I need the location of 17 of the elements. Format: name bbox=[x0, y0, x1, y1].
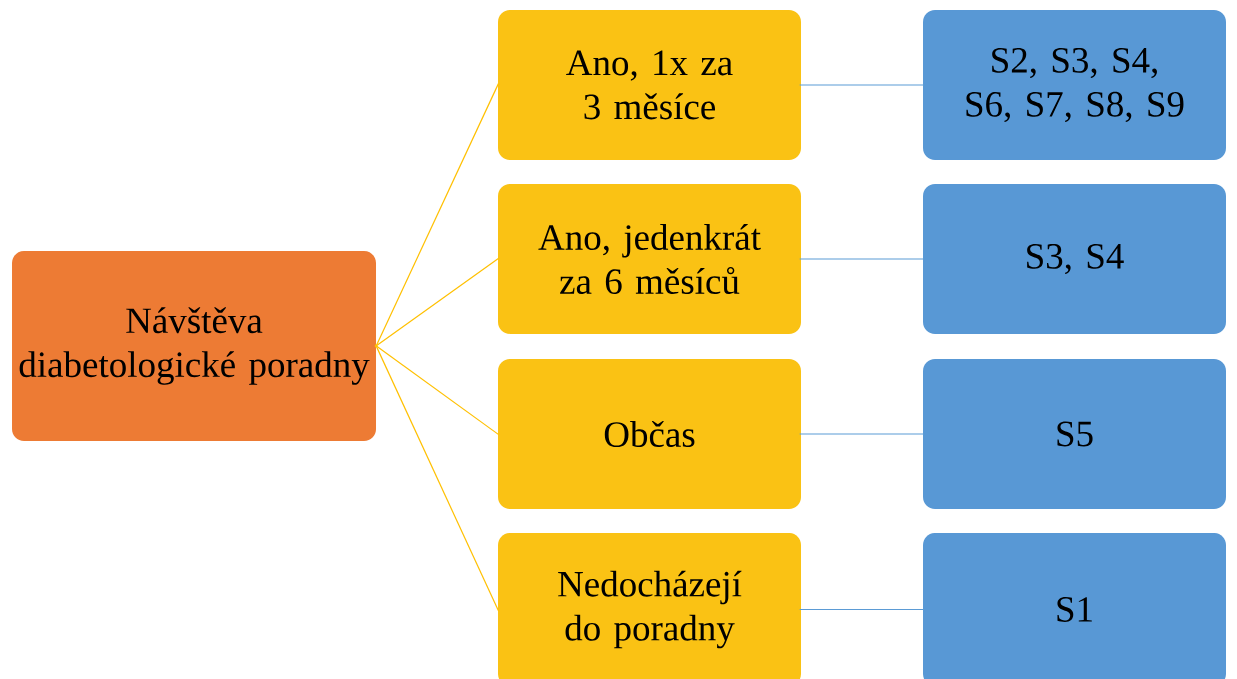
topic-box: Návštěva diabetologické poradny bbox=[12, 251, 376, 441]
answer-box: Ano, jedenkrát za 6 měsíců bbox=[498, 184, 801, 334]
answer-box: Nedocházejí do poradny bbox=[498, 533, 801, 679]
respondent-box: S5 bbox=[923, 359, 1226, 509]
answer-box: Ano, 1x za 3 měsíce bbox=[498, 10, 801, 160]
respondent-box: S3, S4 bbox=[923, 184, 1226, 334]
connector-line bbox=[799, 258, 925, 260]
connector-line bbox=[799, 608, 925, 611]
connector-line bbox=[374, 344, 500, 436]
connector-line bbox=[799, 433, 925, 435]
connector-line bbox=[374, 344, 500, 612]
answer-box: Občas bbox=[498, 359, 801, 509]
connector-line bbox=[799, 84, 925, 86]
respondent-box: S1 bbox=[923, 533, 1226, 679]
respondent-box: S2, S3, S4, S6, S7, S8, S9 bbox=[923, 10, 1226, 160]
connector-line bbox=[374, 83, 500, 348]
connector-line bbox=[374, 257, 500, 348]
